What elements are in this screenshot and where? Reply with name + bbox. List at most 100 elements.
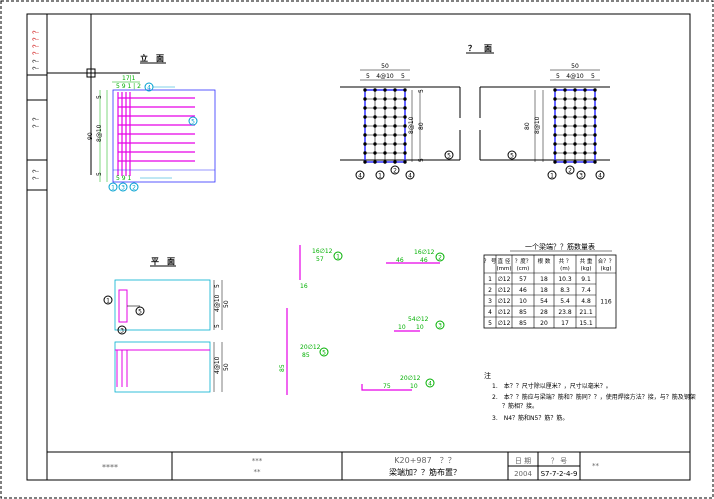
- table-cell: 4.8: [581, 298, 591, 305]
- table-cell: 28: [540, 309, 548, 316]
- callout-number: 4: [428, 381, 432, 388]
- callout-circle: [103, 295, 113, 305]
- bar-len-4: 75: [383, 383, 391, 390]
- rebar-dot: [373, 106, 377, 110]
- rebar-dot: [573, 142, 577, 146]
- title-extra: **: [592, 462, 600, 470]
- rebar-dot: [403, 88, 407, 92]
- callout-number: 5: [138, 309, 142, 316]
- rebar-dot: [383, 115, 387, 119]
- callout-number: 3: [120, 328, 124, 335]
- elevation-dim-total: 90: [87, 132, 94, 140]
- table-cell: ∅12: [498, 309, 511, 316]
- callout-circle: [444, 150, 454, 160]
- rebar-dot: [373, 115, 377, 119]
- no-label: ？ 号: [551, 457, 567, 465]
- table-header-unit: (mm): [496, 266, 511, 272]
- plan-dim-edge: 5: [214, 324, 221, 328]
- note-line: 1. 本？？尺寸除以厘米？，尺寸以毫米？。: [492, 382, 612, 390]
- note-line: ？筋相？接。: [502, 402, 538, 410]
- callout-number: 3: [438, 323, 442, 330]
- callout-circle: [375, 170, 385, 180]
- elevation-outline: [112, 89, 216, 183]
- plan-dim-edge: 5: [214, 284, 221, 288]
- table-cell: 21.1: [579, 309, 593, 316]
- table-cell: 85: [519, 309, 527, 316]
- callout-circle: [405, 170, 415, 180]
- rebar-dot: [393, 88, 397, 92]
- section-dim-width: 50: [381, 63, 389, 70]
- rebar-dot: [363, 88, 367, 92]
- callout-number: 1: [106, 298, 110, 305]
- callout-number: 5: [447, 153, 451, 160]
- table-grid: ？ 号直 径(mm)？度？(cm)根 数共 ？(m)共 重(kg)合？？(kg)…: [483, 254, 617, 329]
- rebar-dot: [593, 124, 597, 128]
- table-header: 共 重: [580, 257, 593, 265]
- rebar-dot: [593, 142, 597, 146]
- bar-len-2b: 46: [420, 257, 428, 264]
- rebar-dot: [553, 115, 557, 119]
- rebar-dot: [583, 124, 587, 128]
- plan-view: 平 面 1 5 3 50 4@10 5 5 50 4@10: [103, 257, 230, 393]
- rebar-dot: [383, 88, 387, 92]
- table-cell: 15.1: [579, 320, 593, 327]
- bar-len-2: 46: [396, 257, 404, 264]
- table-cell: 23.8: [558, 309, 572, 316]
- rebar-dot: [573, 124, 577, 128]
- title-block: **** *** ** K20+987 ？？ 梁端加？？筋布置？ 日 期 ？ 号…: [46, 451, 691, 481]
- note-line: 2. 本？？筋应与梁端？筋和？筋同？？，使用焊接方法？接，与？筋及钢架: [492, 393, 696, 401]
- plan-block-top: [114, 279, 211, 331]
- rebar-dot: [403, 115, 407, 119]
- rebar-dot: [383, 160, 387, 164]
- rebar-dot: [373, 160, 377, 164]
- section-dim-height: 80: [418, 122, 425, 130]
- side-label: ？？: [32, 56, 40, 70]
- rebar-dot: [393, 115, 397, 119]
- rebar-dot: [383, 124, 387, 128]
- bar-len-4b: 10: [410, 383, 418, 390]
- bar-len-3b: 10: [398, 324, 406, 331]
- callout-circle: [576, 170, 586, 180]
- table-cell: 4: [488, 309, 492, 316]
- rebar-dot: [363, 106, 367, 110]
- table-cell: 7.4: [581, 287, 591, 294]
- callout-circle: [425, 378, 435, 388]
- title-block-frame: [46, 451, 691, 481]
- bar-shape-4: [361, 384, 412, 391]
- checker: **: [254, 468, 262, 476]
- callout-circle: [390, 165, 400, 175]
- callout-number: 4: [147, 85, 151, 92]
- rebar-dot: [573, 133, 577, 137]
- rebar-dot: [403, 106, 407, 110]
- callout-number: 4: [408, 173, 412, 180]
- section-dim-edge-bottom: 5: [418, 158, 425, 162]
- table-cell: 18: [540, 287, 548, 294]
- drawing-date: 2004: [514, 470, 532, 478]
- rebar-dot: [563, 124, 567, 128]
- designer: ***: [252, 457, 263, 465]
- rebar-dot: [363, 133, 367, 137]
- rebar-dot: [583, 88, 587, 92]
- elevation-dim-top: 17|1: [122, 75, 136, 82]
- rebar-dot: [573, 97, 577, 101]
- table-cell: ∅12: [498, 276, 511, 283]
- rebar-dot: [383, 142, 387, 146]
- elevation-dim-edge-bottom: 5: [96, 172, 103, 176]
- rebar-dot: [573, 115, 577, 119]
- rebar-dot: [373, 133, 377, 137]
- rebar-dot: [363, 115, 367, 119]
- rebar-dot: [553, 88, 557, 92]
- rebar-dot: [553, 142, 557, 146]
- callout-circle: [319, 347, 329, 357]
- section-dim-spacing: 4@10: [376, 73, 394, 80]
- rebar-dot: [363, 124, 367, 128]
- callout-number: 1: [111, 185, 115, 192]
- callout-number: 4: [358, 173, 362, 180]
- company-name: ****: [102, 463, 118, 472]
- table-header: ？ 号: [484, 258, 497, 265]
- rebar-dot: [593, 106, 597, 110]
- rebar-dot: [593, 97, 597, 101]
- rebar-dot: [363, 160, 367, 164]
- rebar-dot: [393, 142, 397, 146]
